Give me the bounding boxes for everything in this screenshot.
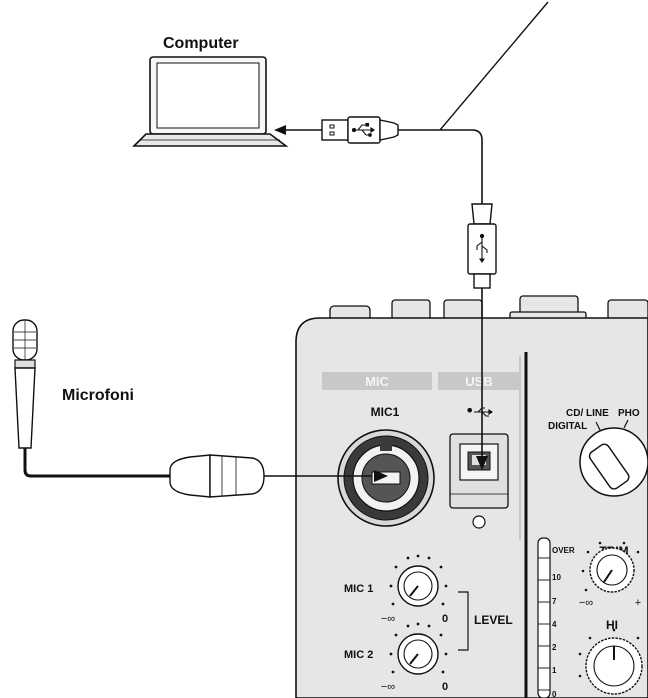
usb-plug-icon <box>321 116 399 144</box>
usb-section-label: USB <box>465 374 492 389</box>
laptop-icon <box>132 56 289 147</box>
mic1-jack-label: MIC1 <box>371 405 400 419</box>
microphone-label: Microfoni <box>62 387 134 404</box>
arrow-to-usb-port <box>476 456 488 470</box>
usb-symbol-icon <box>476 233 488 263</box>
mic2-knob-label: MIC 2 <box>344 649 373 661</box>
input-selector-left-label: DIGITAL <box>548 421 587 432</box>
level-bracket <box>458 591 469 651</box>
mic2-max-label: 0 <box>442 681 448 693</box>
hi-label: HI <box>606 618 618 632</box>
trim-max-label: + <box>635 597 641 609</box>
meter-scale-label: 10 <box>552 573 561 582</box>
usb-cable <box>398 129 483 204</box>
mic1-level-knob[interactable] <box>397 565 439 607</box>
meter-scale-label: OVER <box>552 546 575 555</box>
mic2-knob-scale-dots <box>389 622 448 674</box>
level-label: LEVEL <box>474 613 513 627</box>
arrow-to-computer <box>274 125 322 135</box>
meter-scale-label: 4 <box>552 620 557 629</box>
mic-section-header <box>322 372 432 390</box>
usb-indicator-led <box>472 515 486 529</box>
mic2-min-label: −∞ <box>381 681 395 693</box>
mic-section-label: MIC <box>365 374 389 389</box>
mic1-min-label: −∞ <box>381 613 395 625</box>
xlr-plug-icon <box>169 454 265 498</box>
input-selector-top-label: CD/ LINE <box>566 408 609 419</box>
meter-scale-label: 1 <box>552 666 557 675</box>
mic1-xlr-jack[interactable] <box>337 429 435 527</box>
usb-symbol-icon <box>351 122 375 137</box>
mic2-level-knob[interactable] <box>397 633 439 675</box>
meter-scale: OVER 10 7 4 2 1 0 <box>552 546 575 698</box>
usb-b-port[interactable] <box>449 433 509 509</box>
input-selector-knob[interactable] <box>579 419 648 497</box>
meter-scale-label: 2 <box>552 643 557 652</box>
level-meter <box>537 537 551 698</box>
trim-knob[interactable] <box>589 547 635 593</box>
mic1-knob-scale-dots <box>389 554 448 606</box>
mic1-max-label: 0 <box>442 613 448 625</box>
computer-label: Computer <box>163 35 239 52</box>
meter-scale-label: 0 <box>552 690 557 698</box>
hi-scale-dots <box>578 628 640 678</box>
mic1-knob-label: MIC 1 <box>344 583 373 595</box>
usb-symbol-icon: • <box>465 401 474 420</box>
trim-scale-dots <box>581 541 640 592</box>
microphone-icon <box>12 319 38 449</box>
mic-cable <box>23 448 170 478</box>
pointer-line <box>439 1 549 131</box>
usb-section-header <box>438 372 520 390</box>
hi-knob[interactable] <box>585 637 643 695</box>
usb-plug-icon <box>467 203 497 289</box>
trim-min-label: −∞ <box>579 597 593 609</box>
input-selector-right-label: PHO <box>618 408 640 419</box>
arrow-to-mic-jack <box>264 470 388 482</box>
meter-scale-label: 7 <box>552 597 557 606</box>
